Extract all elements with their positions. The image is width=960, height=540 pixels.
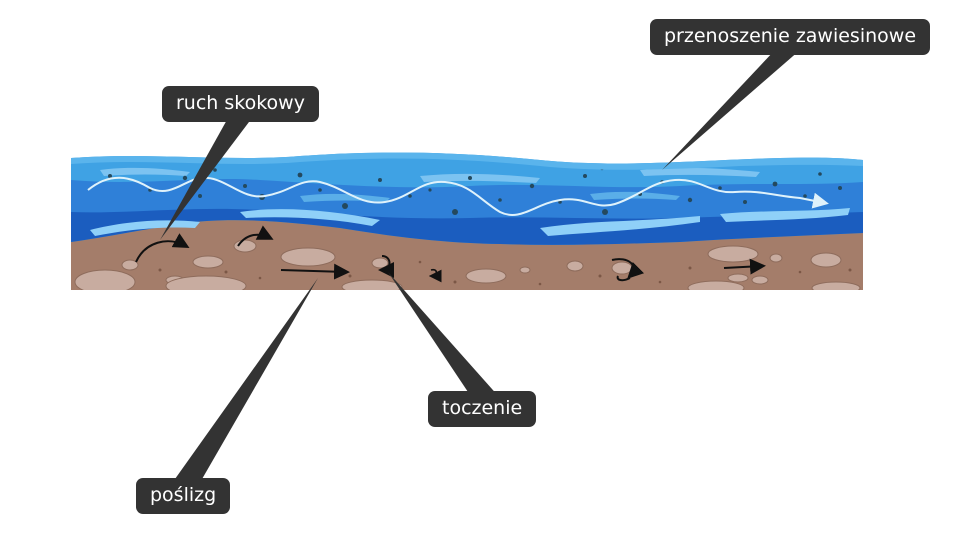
- callout-pointer-saltation: [160, 118, 252, 240]
- water-surface: [71, 152, 863, 170]
- rolling-arrow: [428, 268, 442, 283]
- water-highlight: [100, 167, 190, 176]
- callout-pointer-sliding: [170, 278, 318, 486]
- label-sliding: poślizg: [136, 478, 231, 514]
- rolling-arrow: [616, 275, 631, 282]
- sediment-grains: [158, 260, 852, 286]
- water-highlight: [540, 216, 700, 236]
- water-highlight: [420, 173, 540, 183]
- water-highlight: [640, 167, 760, 177]
- saltation-arrow: [237, 225, 274, 247]
- callout-pointer-suspension: [662, 50, 800, 170]
- label-rolling: toczenie: [428, 391, 537, 427]
- pebbles: [74, 239, 861, 290]
- water-highlight: [240, 209, 380, 226]
- rolling-arrow: [611, 258, 645, 279]
- label-suspended-transport: przenoszenie zawiesinowe: [650, 19, 931, 55]
- water-mid-layer: [71, 179, 863, 219]
- saltation-arrow: [135, 233, 190, 263]
- rolling-arrow: [378, 255, 395, 278]
- water-highlight: [300, 193, 390, 202]
- sliding-arrow: [280, 263, 350, 280]
- callout-pointer-rolling: [388, 272, 500, 398]
- water-highlight: [90, 220, 200, 236]
- sliding-arrow: [723, 258, 766, 275]
- label-saltation: ruch skokowy: [162, 86, 319, 122]
- water-highlight: [720, 208, 850, 222]
